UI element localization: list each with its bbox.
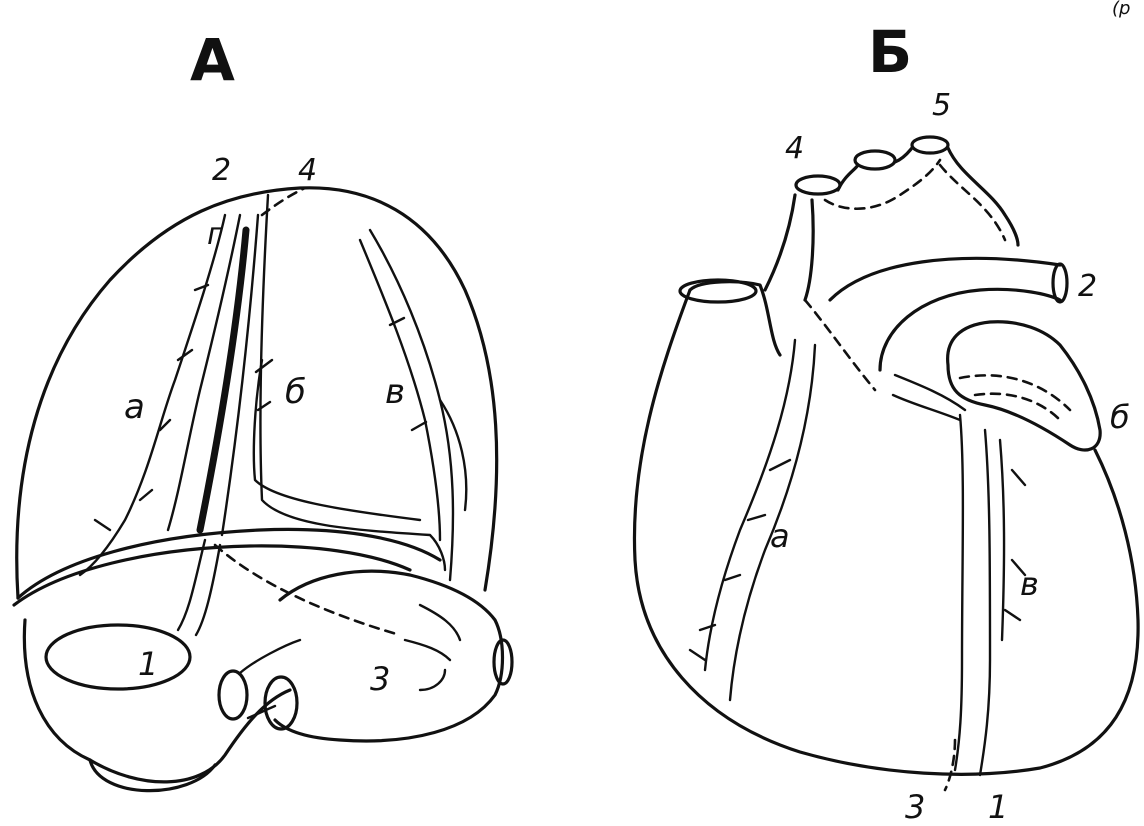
label-b-v: в [1020, 565, 1039, 603]
heart-a-base-rim [18, 529, 440, 598]
label-a-a: а [124, 387, 145, 427]
panel-b-title: Б [868, 18, 912, 86]
label-a-b: б [285, 372, 306, 412]
opening-1-a [46, 625, 190, 689]
panel-a: А [14, 26, 512, 791]
label-b-1: 1 [988, 788, 1008, 826]
heart-a-right-lobe [275, 571, 503, 741]
panel-b: Б [634, 18, 1138, 826]
label-a-2: 2 [212, 153, 231, 188]
label-a-1: 1 [138, 645, 158, 683]
label-b-5: 5 [932, 88, 951, 123]
heart-b-drawing [634, 137, 1138, 790]
heart-b-outline [634, 290, 1138, 774]
panel-a-title: А [190, 26, 235, 94]
corner-mark: (р [1112, 0, 1130, 19]
label-b-a: а [770, 517, 790, 555]
label-b-4: 4 [785, 131, 804, 166]
vessel-v-b [955, 415, 963, 770]
heart-a-drawing [14, 188, 512, 791]
label-b-3: 3 [905, 788, 925, 826]
label-a-g: г [207, 217, 223, 252]
aorta-arch [830, 258, 1060, 300]
label-a-v: в [385, 372, 405, 412]
appendage-b [948, 322, 1101, 450]
label-b-2: 2 [1078, 269, 1097, 304]
vessel-stump-a [219, 671, 247, 719]
label-b-b: б [1110, 398, 1130, 436]
label-a-4: 4 [298, 153, 317, 188]
label-a-3: 3 [370, 660, 390, 698]
